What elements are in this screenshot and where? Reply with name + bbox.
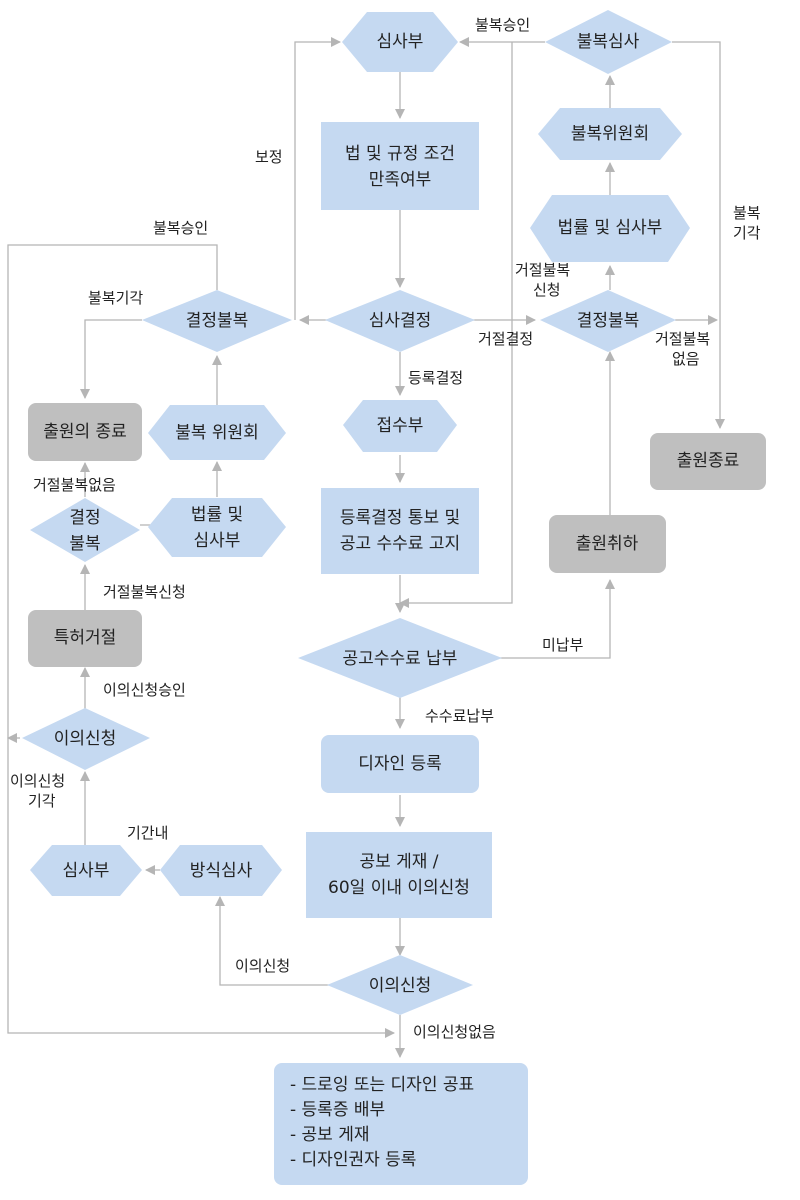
appeal-committee-right-node bbox=[538, 108, 682, 160]
application-withdraw-node bbox=[549, 515, 666, 573]
fee-payment-node bbox=[298, 618, 502, 698]
registration-notice-label-2: 공고 수수료 고지 bbox=[340, 534, 460, 554]
label-rejection-appeal-request: 거절불복 bbox=[515, 261, 570, 279]
exam-decision-node bbox=[325, 290, 475, 352]
appeal-exam-node bbox=[545, 10, 672, 74]
final-item-3: - 공보 게재 bbox=[290, 1125, 370, 1145]
application-end-left-label: 출원의 종료 bbox=[43, 422, 127, 442]
label-no-rejection-appeal-right-2: 없음 bbox=[672, 350, 700, 368]
application-end-right-node bbox=[650, 433, 766, 490]
objection-left-node bbox=[22, 708, 150, 770]
label-unpaid: 미납부 bbox=[542, 636, 584, 654]
nodes: 심사부 불복심사 법 및 규정 조건 만족여부 불복위원회 법률 및 심사부 심… bbox=[22, 10, 766, 1185]
edge-correction-loop bbox=[294, 37, 341, 320]
final-item-2: - 등록증 배부 bbox=[290, 1100, 385, 1120]
objection-left-label: 이의신청 bbox=[54, 729, 117, 749]
law-exam-right-node bbox=[530, 195, 690, 262]
objection-bottom-label: 이의신청 bbox=[369, 976, 432, 996]
edge-objection-to-formal bbox=[215, 896, 330, 986]
formal-exam-label: 방식심사 bbox=[190, 861, 253, 881]
appeal-decision-right-node bbox=[540, 290, 676, 352]
design-registration-label: 디자인 등록 bbox=[358, 754, 442, 774]
edge-appeal-left-rejected bbox=[80, 319, 142, 399]
exam-dept-top-node bbox=[342, 12, 458, 72]
label-fee-paid: 수수료납부 bbox=[425, 707, 494, 725]
label-objection-filed: 이의신청 bbox=[235, 957, 290, 975]
label-rejection-decision: 거절결정 bbox=[478, 330, 533, 348]
label-no-objection: 이의신청없음 bbox=[413, 1023, 496, 1041]
reception-node bbox=[343, 400, 457, 452]
label-objection-rejected: 이의신청 bbox=[10, 772, 65, 790]
appeal-decision-left-node bbox=[142, 290, 292, 352]
design-registration-node bbox=[321, 735, 479, 793]
appeal-committee-right-label: 불복위원회 bbox=[571, 124, 649, 144]
edge-payment-unpaid bbox=[500, 579, 615, 659]
final-item-1: - 드로잉 또는 디자인 공표 bbox=[290, 1075, 474, 1095]
appeal-committee-left-label: 불복 위원회 bbox=[175, 423, 259, 443]
label-rejection-appeal-request-left: 거절불복신청 bbox=[103, 583, 186, 601]
edge-labels: 불복승인 보정 불복 기각 불복승인 거절불복 신청 불복기각 거절결정 거절불… bbox=[10, 16, 761, 1041]
application-end-left-node bbox=[28, 403, 142, 461]
label-registration-decision: 등록결정 bbox=[408, 369, 463, 387]
appeal-decision-small-label-2: 불복 bbox=[69, 534, 100, 554]
application-end-right-label: 출원종료 bbox=[677, 451, 740, 471]
exam-dept-top-label: 심사부 bbox=[377, 32, 424, 52]
publication-node bbox=[306, 832, 492, 918]
publication-label-2: 60일 이내 이의신청 bbox=[328, 878, 470, 898]
law-exam-right-label: 법률 및 심사부 bbox=[558, 218, 663, 238]
label-objection-rejected-2: 기각 bbox=[28, 792, 56, 810]
label-no-rejection-appeal-left: 거절불복없음 bbox=[33, 476, 116, 494]
label-within-period: 기간내 bbox=[127, 824, 168, 842]
registration-notice-node bbox=[321, 488, 479, 574]
label-appeal-rejected-left: 불복기각 bbox=[88, 289, 143, 307]
application-withdraw-label: 출원취하 bbox=[576, 534, 639, 554]
appeal-decision-small-node bbox=[30, 498, 140, 562]
label-appeal-rejected-right-2: 기각 bbox=[733, 224, 761, 242]
edge-appeal-left-approved bbox=[7, 244, 395, 1038]
law-exam-left-label: 법률 및 bbox=[191, 505, 243, 525]
patent-reject-node bbox=[28, 610, 142, 667]
registration-notice-label: 등록결정 통보 및 bbox=[340, 508, 460, 528]
label-no-rejection-appeal-right: 거절불복 bbox=[655, 330, 710, 348]
formal-exam-node bbox=[160, 845, 282, 896]
patent-reject-label: 특허거절 bbox=[54, 628, 117, 648]
law-check-label-2: 만족여부 bbox=[369, 170, 432, 190]
final-registration-box bbox=[274, 1063, 528, 1185]
label-correction: 보정 bbox=[255, 148, 283, 166]
law-check-node bbox=[321, 122, 479, 210]
appeal-exam-label: 불복심사 bbox=[577, 32, 640, 52]
edge-appeal-exam-rejected bbox=[672, 41, 725, 429]
label-appeal-approved-left: 불복승인 bbox=[153, 219, 208, 237]
law-exam-left-node bbox=[148, 498, 286, 557]
label-objection-approved: 이의신청승인 bbox=[103, 681, 186, 699]
label-rejection-appeal-request-2: 신청 bbox=[533, 281, 561, 299]
law-exam-left-label-2: 심사부 bbox=[194, 531, 241, 551]
law-check-label: 법 및 규정 조건 bbox=[345, 144, 455, 164]
exam-dept-bottom-node bbox=[30, 845, 142, 896]
exam-decision-label: 심사결정 bbox=[369, 311, 432, 331]
reception-label: 접수부 bbox=[377, 416, 424, 436]
label-appeal-approved-top: 불복승인 bbox=[475, 16, 530, 34]
exam-dept-bottom-label: 심사부 bbox=[63, 861, 110, 881]
fee-payment-label: 공고수수료 납부 bbox=[343, 649, 458, 669]
appeal-decision-left-label: 결정불복 bbox=[186, 311, 249, 331]
appeal-decision-right-label: 결정불복 bbox=[577, 311, 640, 331]
objection-bottom-node bbox=[327, 955, 473, 1015]
final-item-4: - 디자인권자 등록 bbox=[290, 1150, 416, 1170]
appeal-committee-left-node bbox=[148, 405, 286, 460]
edge-loop-to-payment bbox=[399, 42, 513, 608]
appeal-decision-small-label: 결정 bbox=[69, 508, 100, 528]
publication-label: 공보 게재 / bbox=[359, 852, 438, 872]
label-appeal-rejected-right: 불복 bbox=[733, 204, 761, 222]
